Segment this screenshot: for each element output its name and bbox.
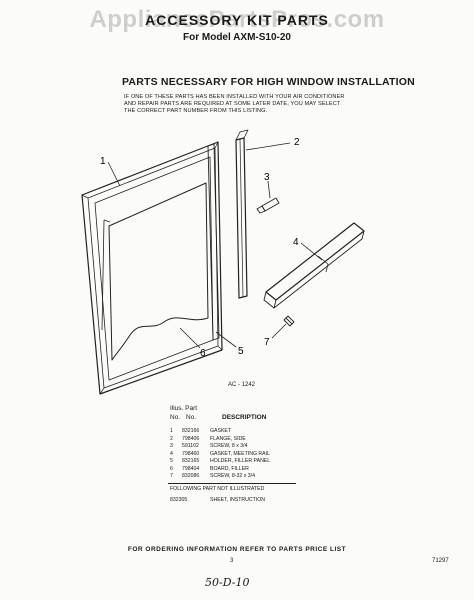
- part-no: 832086: [182, 473, 200, 479]
- filler-board: [108, 182, 209, 361]
- illus-no: 3: [170, 443, 173, 449]
- page-number: 3: [230, 558, 234, 564]
- illus-no: 5: [170, 458, 173, 464]
- illus-no: 2: [170, 435, 173, 442]
- handwritten-note: 50-D-10: [205, 576, 250, 589]
- illus-no: 7: [170, 473, 173, 479]
- part-description: SCREW, 8 x 3/4: [210, 443, 248, 449]
- callout-6: 6: [200, 348, 206, 359]
- intro-line: THE CORRECT PART NUMBER FROM THIS LISTIN…: [124, 108, 268, 114]
- callout-4: 4: [293, 237, 299, 248]
- table-header-description: DESCRIPTION: [222, 414, 267, 421]
- illus-no: 1: [170, 428, 173, 434]
- table-row: 6 798404 BOARD, FILLER: [170, 466, 270, 474]
- table-row: 832305 SHEET, INSTRUCTION: [170, 497, 265, 503]
- side-flange: [235, 137, 248, 299]
- table-row: 2 798406 FLANGE, SIDE: [170, 436, 270, 444]
- part-no: 798406: [182, 435, 200, 442]
- table-row: 3 591102 SCREW, 8 x 3/4: [170, 443, 270, 451]
- callout-3: 3: [264, 172, 270, 183]
- watermark: AppliancePartsPros.com: [89, 6, 385, 33]
- part-description: GASKET: [210, 428, 232, 434]
- part-description: GASKET, MEETING RAIL: [210, 450, 270, 457]
- ordering-note: FOR ORDERING INFORMATION REFER TO PARTS …: [127, 546, 347, 553]
- part-no: 798460: [182, 450, 200, 457]
- table-row: 4 798460 GASKET, MEETING RAIL: [170, 451, 270, 459]
- part-no: 832305: [170, 497, 188, 503]
- table-header-part-no: No.: [186, 414, 197, 421]
- callout-2: 2: [294, 137, 300, 148]
- illus-no: 4: [170, 450, 173, 457]
- part-no: 832166: [182, 428, 200, 434]
- parts-table: 1 832166 GASKET 2 798406 FLANGE, SIDE 3 59110…: [170, 428, 270, 481]
- table-divider: [168, 483, 296, 484]
- illus-no: 6: [170, 465, 173, 472]
- screw-8-32x3-4: [283, 315, 295, 327]
- callout-5: 5: [238, 346, 244, 357]
- document-code: 71297: [432, 558, 449, 564]
- figure-code: AC - 1242: [228, 382, 256, 388]
- table-row: 1 832166 GASKET: [170, 428, 270, 436]
- part-no: 832165: [182, 458, 200, 464]
- table-row: 7 832086 SCREW, 8-32 x 3/4: [170, 473, 270, 481]
- intro-line: AND REPAIR PARTS ARE REQUIRED AT SOME LA…: [124, 101, 341, 107]
- table-row: 5 832165 HOLDER, FILLER PANEL: [170, 458, 270, 466]
- meeting-rail-gasket: [265, 222, 365, 301]
- table-header-illus-part: Illus. Part: [170, 405, 198, 412]
- part-description: SHEET, INSTRUCTION: [210, 497, 266, 503]
- intro-line: IF ONE OF THESE PARTS HAS BEEN INSTALLED…: [124, 94, 345, 100]
- part-description: HOLDER, FILLER PANEL: [210, 458, 271, 464]
- part-no: 591102: [182, 443, 199, 449]
- part-no: 798404: [182, 465, 200, 472]
- part-description: BOARD, FILLER: [210, 465, 249, 472]
- table-header-no: No.: [170, 414, 181, 421]
- part-description: SCREW, 8-32 x 3/4: [210, 473, 255, 479]
- not-illustrated-note: FOLLOWING PART NOT ILLUSTRATED: [170, 486, 265, 492]
- screw-8x3-4: [261, 197, 280, 212]
- model-subtitle: For Model AXM-S10-20: [183, 32, 291, 43]
- page-title: ACCESSORY KIT PARTS: [145, 12, 329, 28]
- section-heading: PARTS NECESSARY FOR HIGH WINDOW INSTALLA…: [122, 76, 415, 88]
- callout-7: 7: [264, 337, 270, 348]
- part-description: FLANGE, SIDE: [210, 435, 246, 442]
- filler-panel-holder: [207, 143, 220, 341]
- callout-1: 1: [100, 156, 106, 167]
